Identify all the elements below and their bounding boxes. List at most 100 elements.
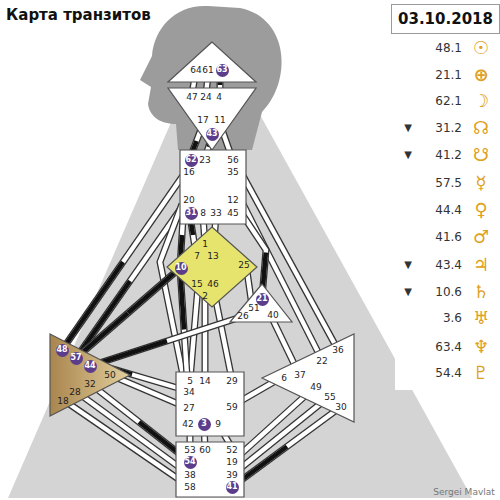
gate-number: 50 — [104, 371, 115, 380]
planet-value: 44.4 — [435, 204, 462, 216]
active-gate: 62 — [185, 154, 198, 167]
planet-symbol: ☿ — [475, 174, 486, 192]
channel — [62, 174, 184, 350]
channel — [232, 396, 330, 475]
active-gate: 54 — [184, 456, 197, 469]
gate-number: 35 — [227, 168, 238, 177]
head-silhouette — [140, 6, 282, 150]
gate-number: 20 — [183, 196, 194, 205]
gate-number: 10 — [175, 264, 186, 272]
gate-number: 21 — [256, 295, 267, 303]
channel-fill — [90, 316, 244, 366]
gate-number: 63 — [216, 66, 227, 74]
gate-number: 36 — [332, 346, 343, 355]
energy-center: 1713251546210 — [167, 227, 257, 307]
gate-number: 37 — [294, 371, 305, 380]
planet-symbol: ♂ — [473, 228, 489, 246]
active-half — [90, 316, 244, 366]
gate-number: 12 — [227, 196, 238, 205]
planet-symbol: ♄ — [473, 283, 489, 301]
planet-symbol: ☋ — [473, 146, 489, 164]
active-gate: 21 — [256, 293, 269, 306]
channel-fill — [232, 406, 342, 487]
gate-number: 55 — [324, 393, 335, 402]
planet-value: 48.1 — [435, 42, 462, 54]
active-gate: 31 — [185, 207, 198, 220]
center-outline — [168, 88, 256, 150]
planet-value: 54.4 — [435, 367, 462, 379]
date-box: 03.10.2018 — [391, 4, 500, 34]
energy-center: 235616352012833456231 — [180, 150, 246, 224]
gate-number: 24 — [200, 93, 211, 102]
center-outline — [180, 150, 246, 224]
channel-outline — [90, 316, 244, 366]
channel-outline — [76, 204, 184, 358]
gate-number: 19 — [226, 458, 237, 467]
gate-number: 34 — [183, 388, 194, 397]
active-gate: 10 — [175, 262, 188, 275]
date-text: 03.10.2018 — [398, 10, 493, 28]
gate-number: 3 — [201, 420, 207, 428]
channel — [205, 298, 206, 380]
planet-symbol: ♆ — [473, 338, 489, 356]
channel — [242, 174, 338, 350]
channel-outline — [62, 399, 190, 487]
channel — [90, 316, 244, 366]
channel-outline — [202, 298, 209, 380]
gate-number: 60 — [199, 446, 210, 455]
gate-number: 44 — [84, 362, 95, 370]
gate-number: 11 — [214, 116, 225, 125]
planet-symbol: ⊕ — [473, 66, 488, 84]
planet-value: 62.1 — [435, 95, 462, 107]
channel — [76, 204, 184, 358]
gate-number: 29 — [226, 377, 237, 386]
gate-number: 46 — [207, 280, 218, 289]
watermark: Sergei Mavlat — [433, 488, 495, 497]
gate-number: 64 — [190, 66, 201, 75]
gate-number: 1 — [202, 240, 208, 249]
center-shape — [168, 42, 256, 82]
channel — [74, 390, 190, 475]
energy-center: 47244171143 — [168, 88, 256, 150]
gate-number: 25 — [238, 261, 249, 270]
planet-symbol: ☊ — [473, 119, 489, 137]
gate-number: 32 — [84, 380, 95, 389]
active-gate: 57 — [70, 352, 83, 365]
planet-value: 31.2 — [435, 122, 462, 134]
planet-value: 3.6 — [443, 312, 462, 324]
gate-number: 48 — [56, 346, 67, 354]
gate-number: 27 — [183, 404, 194, 413]
planet-value: 63.4 — [435, 341, 462, 353]
channel-outline — [74, 390, 190, 475]
energy-center: 514293427594293 — [176, 372, 244, 436]
energy-center: 50322818485744 — [50, 334, 130, 416]
channel-outline — [242, 174, 338, 350]
channel-outline — [232, 406, 342, 487]
channel — [62, 399, 190, 487]
center-outline — [230, 284, 292, 322]
channel-outline — [62, 174, 184, 350]
center-outline — [168, 42, 256, 82]
gate-number: 7 — [194, 252, 200, 261]
gate-number: 16 — [183, 168, 194, 177]
center-shape — [168, 88, 256, 150]
channel-fill — [62, 399, 190, 487]
channel-fill — [62, 174, 184, 350]
gate-number: 31 — [185, 209, 196, 217]
chart-title: Карта транзитов — [6, 6, 151, 24]
planet-value: 41.2 — [435, 149, 462, 161]
center-outline — [176, 442, 244, 497]
gate-number: 49 — [310, 383, 321, 392]
energy-center: 536052193839585441 — [176, 442, 244, 497]
gate-number: 45 — [227, 209, 238, 218]
gate-number: 23 — [199, 156, 210, 165]
planet-symbol: ♃ — [473, 256, 489, 274]
gate-number: 52 — [226, 446, 237, 455]
gate-number: 14 — [199, 377, 210, 386]
planet-symbol: ♇ — [473, 364, 489, 382]
gate-number: 13 — [207, 252, 218, 261]
planet-symbol: ☽ — [473, 92, 489, 110]
channel — [232, 406, 342, 487]
gate-number: 41 — [226, 483, 237, 491]
